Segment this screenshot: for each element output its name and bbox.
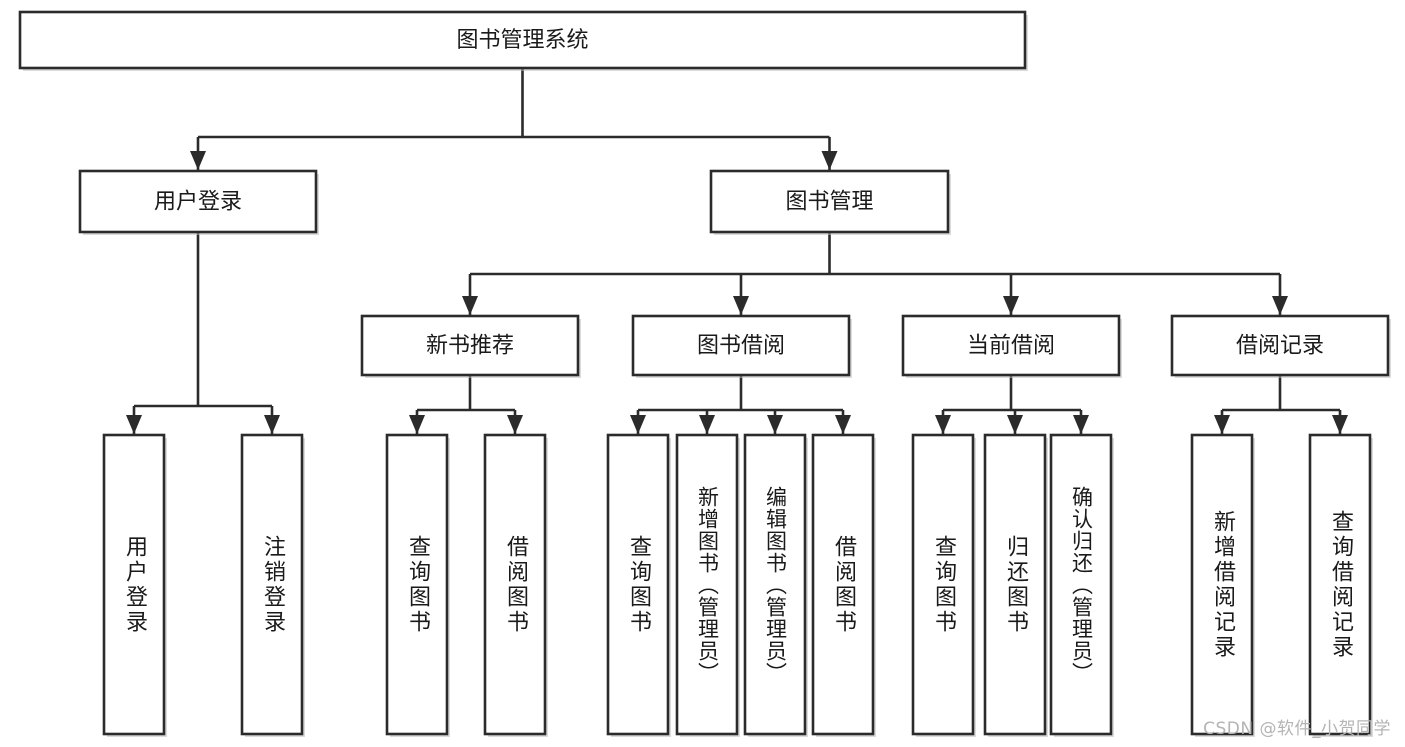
node-box-leaf-user-logout[interactable] [240,433,304,736]
arrow-head-icon [1007,415,1023,434]
node-box-leaf-borrow-book-1[interactable] [483,433,547,736]
node-box-leaf-query-book-1[interactable] [385,433,449,736]
node-label-user-login: 用户登录 [154,190,242,215]
connectors-layer [126,68,1348,434]
node-box-leaf-add-book[interactable] [675,433,739,736]
node-label-current-borrow: 当前借阅 [967,334,1055,359]
arrow-head-icon [1073,415,1089,434]
node-box-leaf-query-record[interactable] [1308,433,1372,736]
node-label-root: 图书管理系统 [456,28,588,53]
node-box-book-manage[interactable] [709,169,950,234]
arrow-head-icon [409,415,425,434]
arrow-head-icon [507,415,523,434]
arrow-head-icon [767,415,783,434]
node-box-leaf-return-book[interactable] [983,433,1047,736]
arrow-head-icon [835,415,851,434]
arrow-head-icon [1272,296,1288,315]
node-box-leaf-add-record[interactable] [1190,433,1254,736]
node-box-root[interactable] [18,10,1027,70]
arrow-head-icon [1214,415,1230,434]
node-box-current-borrow[interactable] [901,314,1121,377]
arrow-head-icon [699,415,715,434]
node-label-new-book-recommend: 新书推荐 [426,334,514,359]
arrow-head-icon [821,151,838,170]
arrow-head-icon [1332,415,1348,434]
node-box-book-borrow[interactable] [631,314,851,377]
arrow-head-icon [733,296,749,315]
node-box-new-book-recommend[interactable] [360,314,580,377]
node-box-leaf-query-book-3[interactable] [911,433,975,736]
arrow-head-icon [935,415,951,434]
watermark-text: CSDN @软件_小贺同学 [1203,719,1391,739]
node-label-borrow-record: 借阅记录 [1236,334,1324,359]
node-box-leaf-edit-book[interactable] [743,433,807,736]
arrow-head-icon [264,415,280,434]
node-box-leaf-user-login[interactable] [102,433,166,736]
node-box-leaf-query-book-2[interactable] [606,433,670,736]
boxes-layer [18,10,1391,737]
arrow-head-icon [126,415,142,434]
node-box-leaf-borrow-book-2[interactable] [811,433,875,736]
arrow-head-icon [462,296,478,315]
arrow-head-icon [190,151,206,170]
node-label-book-manage: 图书管理 [785,190,873,215]
node-label-book-borrow: 图书借阅 [697,334,785,359]
arrow-head-icon [1003,296,1019,315]
arrow-head-icon [630,415,646,434]
node-box-leaf-confirm-return[interactable] [1049,433,1113,736]
node-box-user-login[interactable] [78,169,318,234]
node-box-borrow-record[interactable] [1170,314,1390,377]
